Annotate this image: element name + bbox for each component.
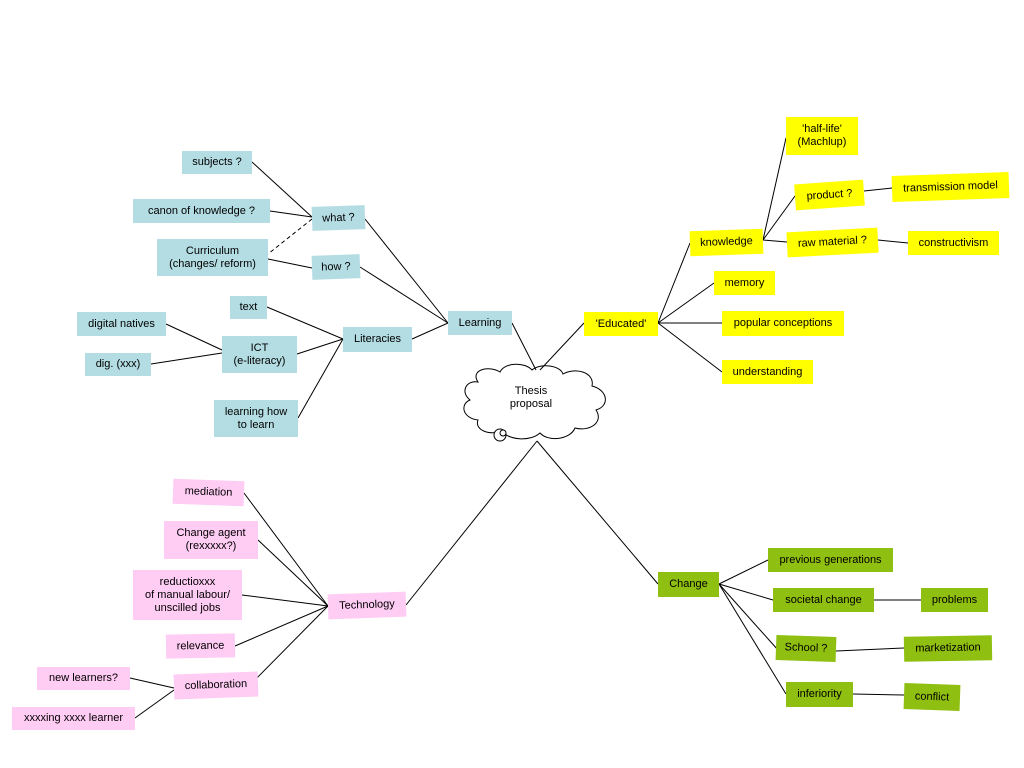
node-conflict[interactable]: conflict	[903, 683, 961, 711]
node-new-learners[interactable]: new learners?	[37, 667, 130, 690]
node-popular-conceptions[interactable]: popular conceptions	[722, 311, 844, 336]
node-learning-how-to-learn[interactable]: learning how to learn	[214, 400, 298, 437]
node-xxxxing-learner[interactable]: xxxxing xxxx learner	[12, 707, 135, 730]
node-dig-xxx[interactable]: dig. (xxx)	[85, 353, 151, 376]
node-change-agent[interactable]: Change agent (rexxxxx?)	[164, 521, 258, 559]
node-digital-natives[interactable]: digital natives	[77, 312, 166, 336]
node-societal-change[interactable]: societal change	[773, 588, 874, 612]
node-learning[interactable]: Learning	[448, 311, 512, 335]
node-educated[interactable]: 'Educated'	[584, 312, 658, 336]
node-mediation[interactable]: mediation	[172, 478, 245, 507]
node-previous-generations[interactable]: previous generations	[768, 548, 893, 572]
node-product[interactable]: product ?	[794, 179, 865, 211]
node-inferiority[interactable]: inferiority	[786, 682, 853, 707]
node-marketization[interactable]: marketization	[903, 635, 993, 662]
node-constructivism[interactable]: constructivism	[908, 231, 999, 255]
node-curriculum[interactable]: Curriculum (changes/ reform)	[157, 239, 268, 276]
node-memory[interactable]: memory	[714, 271, 775, 295]
node-technology[interactable]: Technology	[327, 591, 407, 620]
node-literacies[interactable]: Literacies	[343, 327, 412, 352]
node-understanding[interactable]: understanding	[722, 360, 813, 384]
node-relevance[interactable]: relevance	[165, 633, 236, 659]
node-transmission-model[interactable]: transmission model	[891, 171, 1010, 203]
node-ict[interactable]: ICT (e-literacy)	[222, 336, 297, 373]
node-how[interactable]: how ?	[311, 254, 361, 280]
node-canon-of-knowledge[interactable]: canon of knowledge ?	[133, 199, 270, 223]
node-subjects[interactable]: subjects ?	[182, 151, 252, 174]
node-what[interactable]: what ?	[311, 205, 366, 231]
node-reductio[interactable]: reductioxxx of manual labour/ unscilled …	[133, 570, 242, 620]
node-problems[interactable]: problems	[921, 588, 988, 612]
node-knowledge[interactable]: knowledge	[689, 228, 764, 257]
center-topic-label: Thesis proposal	[509, 385, 553, 410]
node-text[interactable]: text	[230, 296, 267, 319]
thesis-cloud	[463, 363, 606, 442]
node-raw-material[interactable]: raw material ?	[786, 227, 879, 258]
node-school[interactable]: School ?	[775, 634, 837, 663]
node-half-life[interactable]: 'half-life' (Machlup)	[786, 117, 858, 155]
node-collaboration[interactable]: collaboration	[173, 671, 259, 700]
node-change[interactable]: Change	[658, 572, 719, 597]
